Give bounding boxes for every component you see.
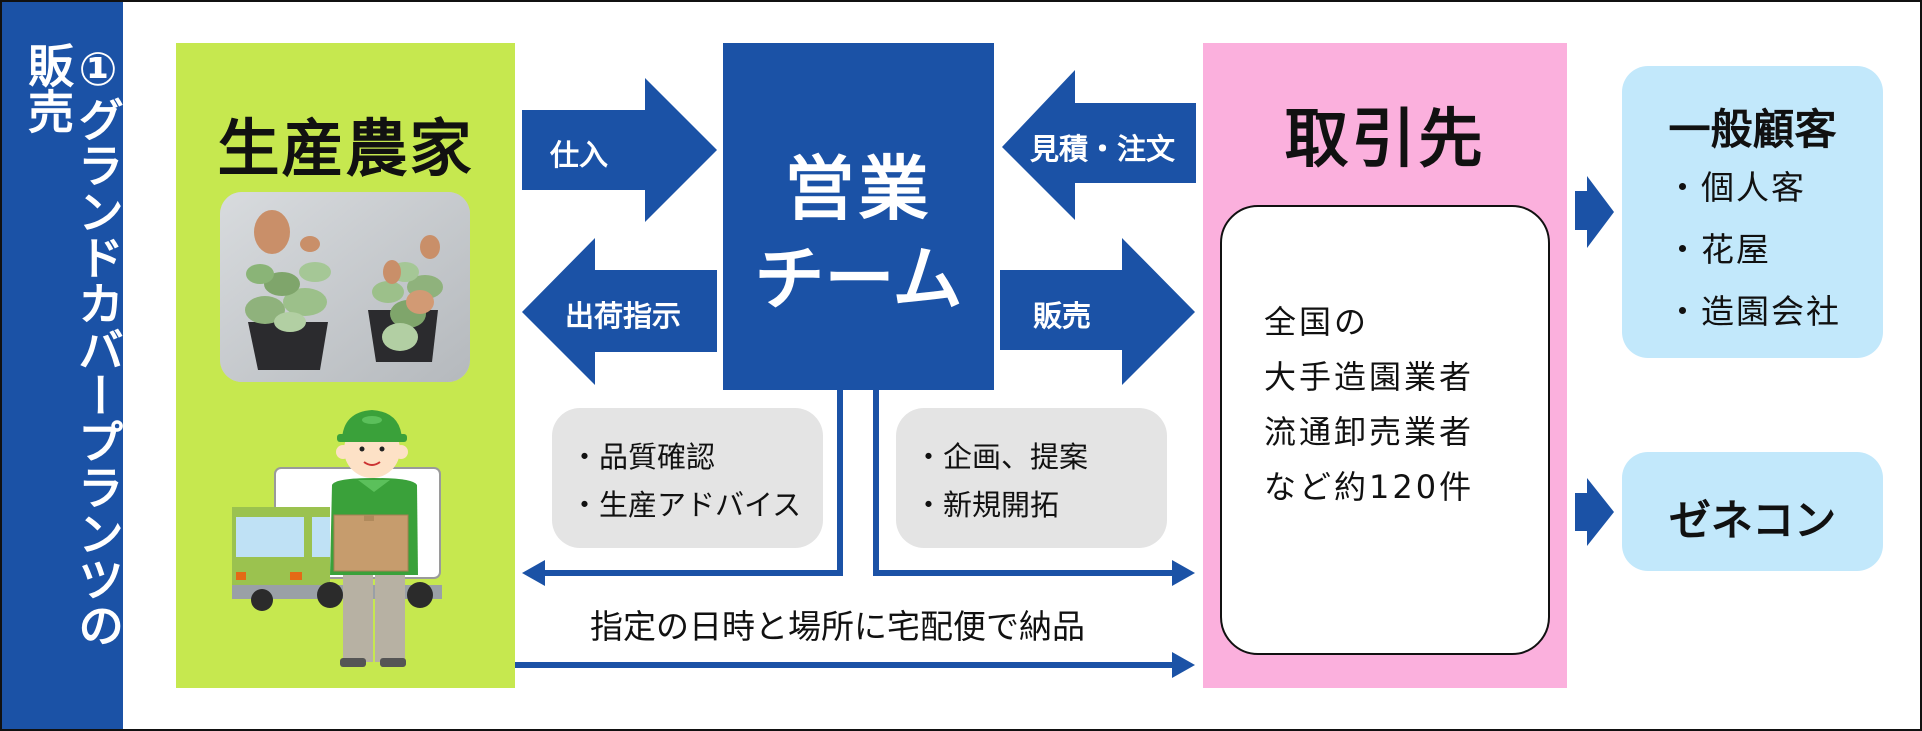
support-item: ・新規開拓	[914, 488, 1060, 522]
partner-support-box: ・企画、提案 ・新規開拓	[896, 408, 1167, 548]
sidebar-band: ①グランドカバープランツの販売	[2, 2, 125, 729]
sales-arrow-icon	[1000, 238, 1195, 385]
shipping-instruction-label: 出荷指示	[565, 299, 682, 333]
partners-title: 取引先	[1284, 103, 1486, 177]
partners-detail-box: 全国の 大手造園業者 流通卸売業者 など約120件	[1220, 205, 1550, 655]
partners-line: 大手造園業者	[1264, 358, 1475, 396]
general-contractor-title: ゼネコン	[1668, 496, 1837, 545]
potted-plants-photo-icon	[220, 192, 470, 382]
general-contractor-box: ゼネコン	[1622, 452, 1883, 571]
purchase-label: 仕入	[550, 138, 609, 172]
support-item: ・生産アドバイス	[570, 488, 802, 522]
sales-team-line1: 営業	[784, 148, 933, 230]
arrowhead-delivery-icon	[1172, 652, 1195, 678]
delivery-caption: 指定の日時と場所に宅配便で納品	[590, 607, 1085, 646]
sales-team-line2: チーム	[754, 238, 963, 320]
partners-line: 流通卸売業者	[1264, 413, 1475, 451]
general-customers-box: 一般顧客 ・個人客 ・花屋 ・造園会社	[1622, 66, 1883, 358]
to-general-contractor-arrow-icon	[1575, 478, 1614, 546]
arrowhead-to-producer-icon	[522, 560, 545, 586]
support-item: ・企画、提案	[914, 440, 1089, 474]
delivery-lines	[515, 390, 1180, 668]
sales-team-box: 営業 チーム	[723, 43, 994, 390]
customer-item: ・造園会社	[1666, 292, 1841, 331]
shipping-instruction-arrow-icon	[522, 238, 717, 385]
partners-line: 全国の	[1264, 303, 1370, 341]
sales-label: 販売	[1033, 299, 1092, 333]
estimate-order-arrow-icon	[1002, 70, 1196, 220]
sidebar-title: ①グランドカバープランツの販売	[21, 42, 125, 648]
customer-item: ・花屋	[1666, 230, 1771, 269]
to-general-customer-arrow-icon	[1575, 176, 1614, 248]
support-item: ・品質確認	[570, 440, 716, 474]
partners-line: など約120件	[1264, 468, 1475, 506]
estimate-order-label: 見積・注文	[1030, 132, 1176, 166]
general-customers-title: 一般顧客	[1668, 105, 1837, 154]
partners-panel: 取引先 全国の 大手造園業者 流通卸売業者 など約120件	[1203, 43, 1567, 688]
customer-item: ・個人客	[1666, 168, 1806, 207]
arrowhead-to-partners-icon	[1172, 560, 1195, 586]
producer-title: 生産農家	[217, 112, 474, 185]
purchase-arrow-icon	[522, 78, 717, 222]
producer-support-box: ・品質確認 ・生産アドバイス	[552, 408, 823, 548]
